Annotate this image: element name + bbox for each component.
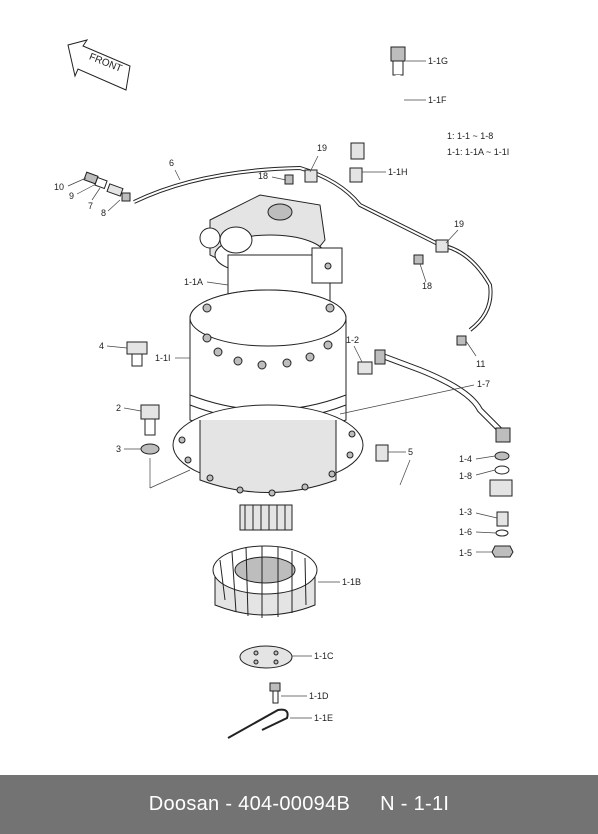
plate-1-1c — [239, 645, 293, 669]
housing-1-1i — [189, 289, 347, 436]
fitting-11 — [456, 335, 467, 346]
label-11: 11 — [476, 359, 485, 369]
label-1-8: 1-8 — [459, 471, 472, 481]
fitting-19-lower — [435, 239, 449, 253]
bolt-2 — [140, 404, 160, 436]
exploded-parts-diagram: FRONT 1: 1-1 ~ 1-8 1-1: 1-1A ~ 1-1I — [54, 39, 514, 739]
label-1-1g: 1-1G — [428, 56, 448, 66]
label-1-2: 1-2 — [346, 335, 359, 345]
part-number-text: Doosan - 404-00094B — [148, 793, 351, 815]
label-1-1i: 1-1I — [155, 353, 171, 363]
label-1-1d: 1-1D — [309, 691, 329, 701]
bolt-1-1d — [269, 682, 281, 704]
fitting-18-lower — [413, 254, 424, 265]
label-18-upper: 18 — [258, 171, 268, 181]
label-3: 3 — [116, 444, 121, 454]
label-9: 9 — [69, 191, 74, 201]
footer-bar: Doosan - 404-00094B N - 1-1I — [0, 775, 598, 834]
fitting-1-2-nut — [374, 349, 386, 365]
label-2: 2 — [116, 403, 121, 413]
label-1-1c: 1-1C — [314, 651, 334, 661]
pinion-shaft — [239, 504, 293, 531]
label-1-1h: 1-1H — [388, 167, 408, 177]
pipe-assembly-1-1f — [349, 46, 406, 183]
lock-wire-1-1e — [227, 708, 289, 739]
label-1-7: 1-7 — [477, 379, 490, 389]
label-1-4: 1-4 — [459, 454, 472, 464]
label-19-lower: 19 — [454, 219, 464, 229]
label-4: 4 — [99, 341, 104, 351]
pin-5 — [375, 444, 389, 462]
fitting-cluster-left — [83, 171, 131, 202]
fitting-stack-right — [489, 451, 514, 558]
bolt-4 — [126, 341, 148, 367]
fitting-18-upper — [284, 174, 294, 185]
label-1-1a: 1-1A — [184, 277, 203, 287]
label-5: 5 — [408, 447, 413, 457]
label-1-6: 1-6 — [459, 527, 472, 537]
part-labels: 1-1G 1-1F 19 6 18 1-1H 10 9 7 8 19 18 1-… — [54, 56, 490, 723]
washer-3 — [140, 443, 160, 455]
label-8: 8 — [101, 208, 106, 218]
note-line-1: 1: 1-1 ~ 1-8 — [447, 131, 493, 141]
label-1-1b: 1-1B — [342, 577, 361, 587]
reference-code-text: N - 1-1I — [380, 793, 450, 815]
label-1-5: 1-5 — [459, 548, 472, 558]
label-1-1e: 1-1E — [314, 713, 333, 723]
note-line-2: 1-1: 1-1A ~ 1-1I — [447, 147, 509, 157]
label-6: 6 — [169, 158, 174, 168]
label-1-3: 1-3 — [459, 507, 472, 517]
label-18-lower: 18 — [422, 281, 432, 291]
label-19-upper: 19 — [317, 143, 327, 153]
label-1-1f: 1-1F — [428, 95, 447, 105]
gear-1-1b — [212, 545, 318, 618]
label-7: 7 — [88, 201, 93, 211]
hose-end-fitting — [495, 427, 511, 443]
label-10: 10 — [54, 182, 64, 192]
fitting-19-upper — [304, 169, 318, 183]
front-arrow-icon: FRONT — [67, 39, 131, 91]
fitting-1-2 — [357, 361, 373, 375]
flange-base — [172, 404, 364, 497]
leader-lines — [67, 60, 498, 719]
